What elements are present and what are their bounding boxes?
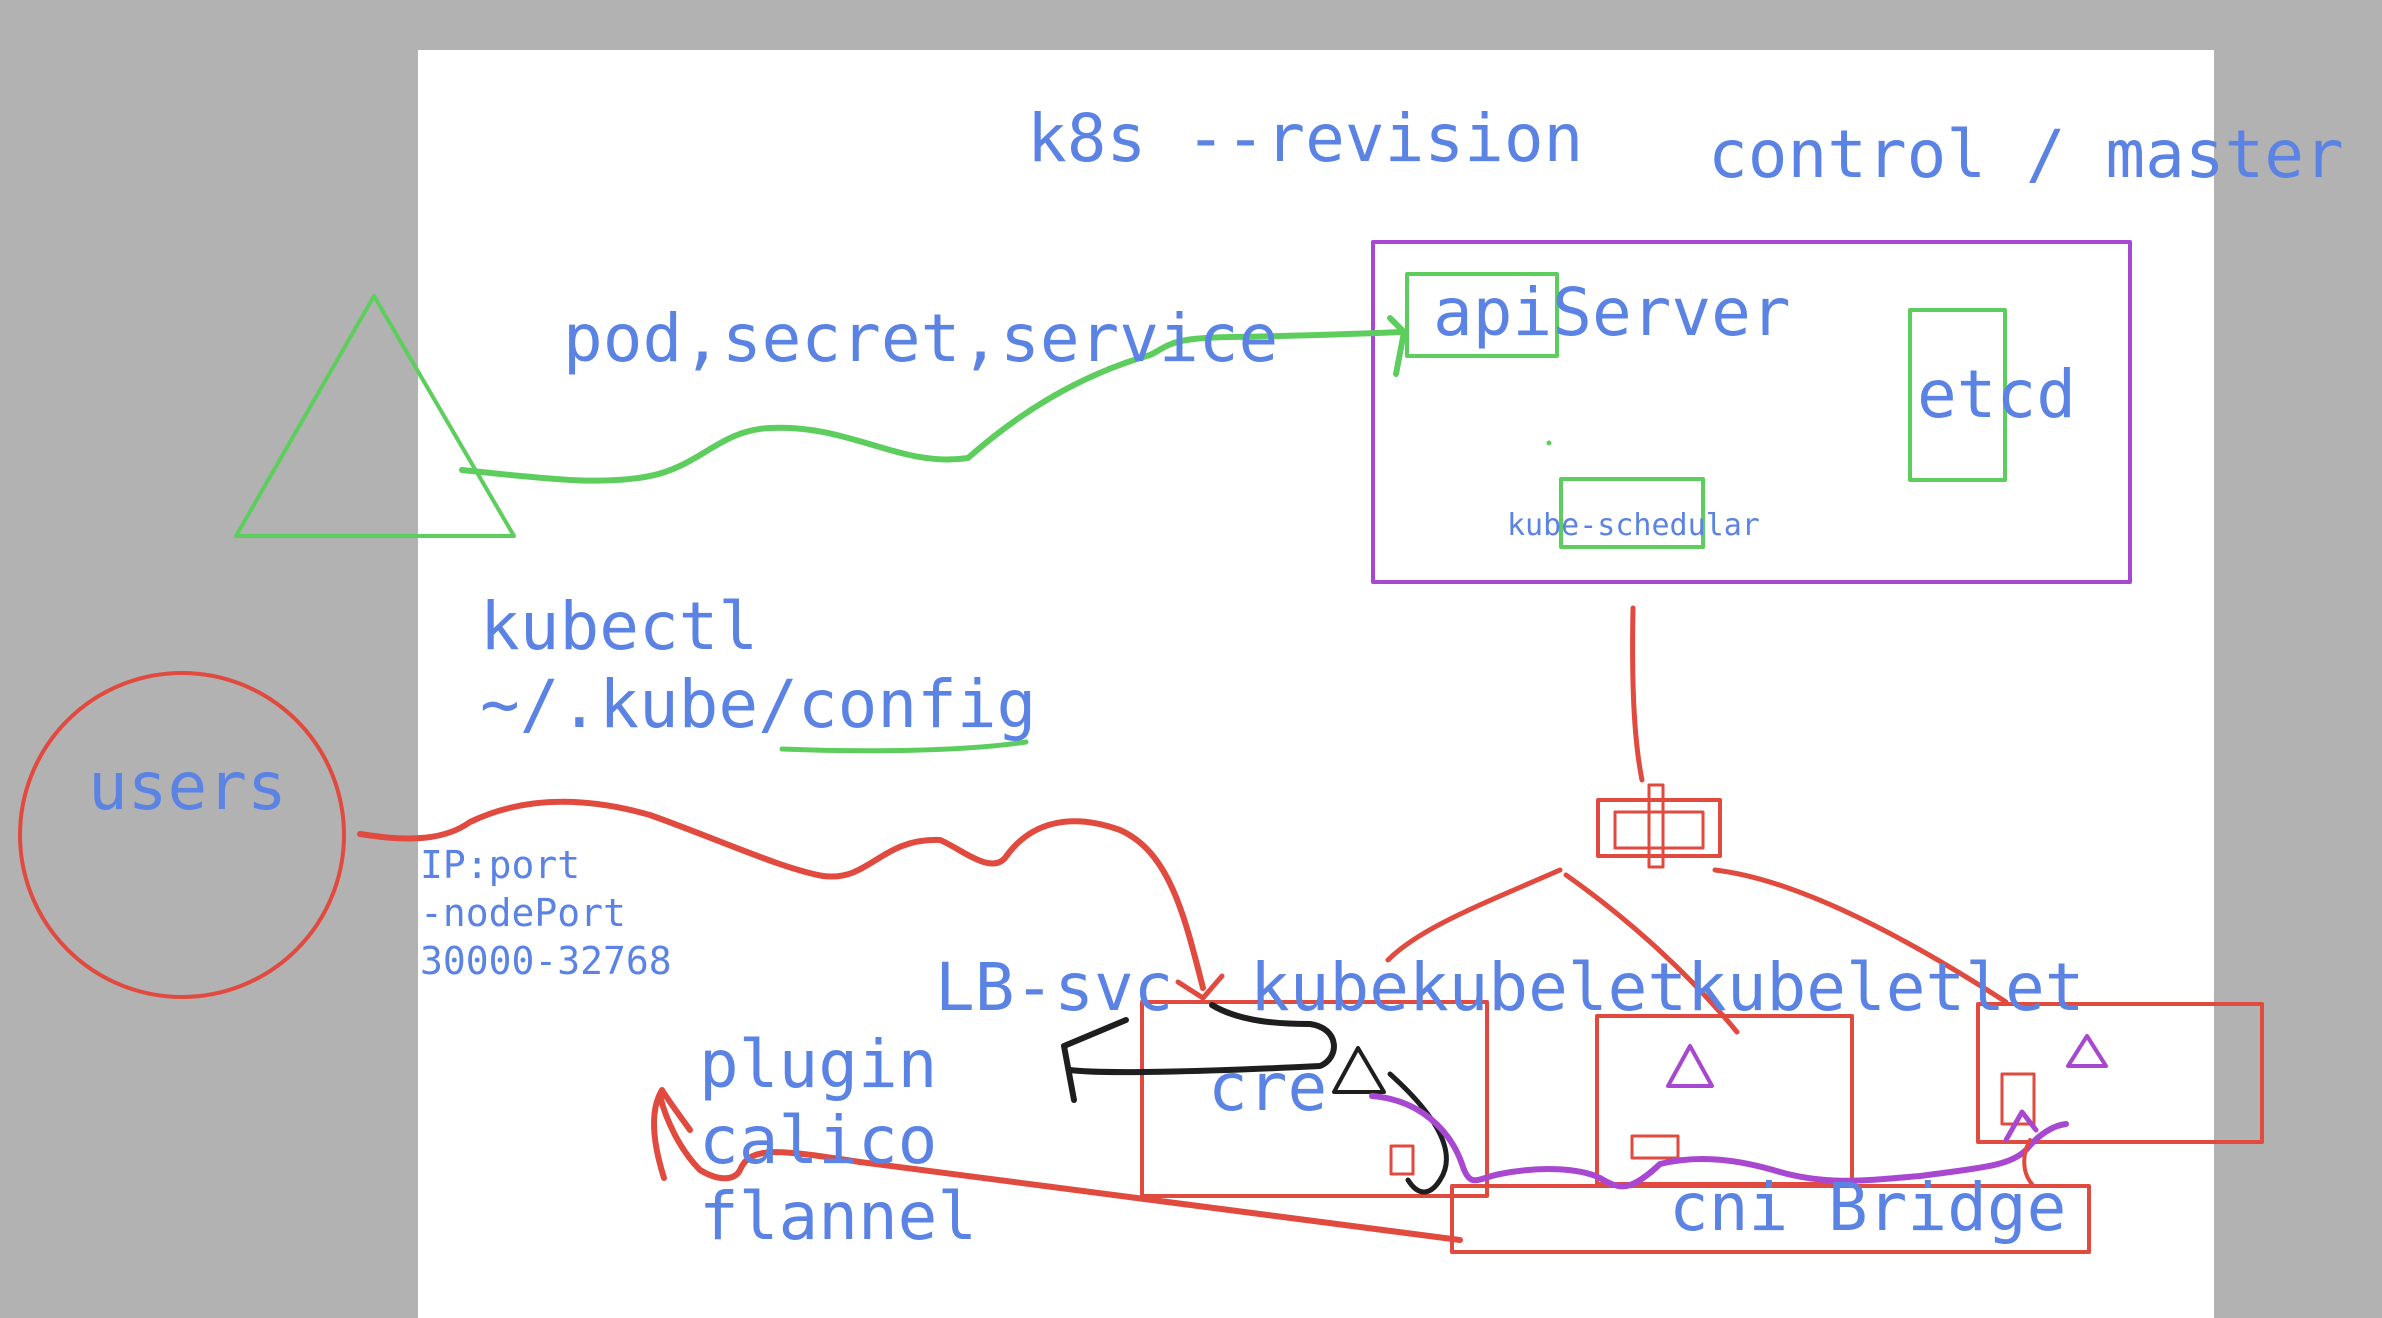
whiteboard-page	[418, 50, 2214, 1318]
calico-label: calico	[699, 1102, 938, 1179]
circle-icon	[18, 671, 346, 999]
triangle-icon	[234, 294, 516, 538]
kube-config-label: ~/.kube/config	[480, 666, 1037, 743]
plugin-route	[657, 1093, 1463, 1243]
node-port-label: -nodePort	[420, 891, 626, 935]
hub-box-outer	[1596, 798, 1722, 858]
api-server-label: apiServer	[1433, 274, 1791, 351]
users-label: users	[88, 748, 287, 825]
node-2-interface	[1630, 1134, 1680, 1160]
api-server-box	[1405, 272, 1559, 358]
node-box-3	[1976, 1002, 2264, 1144]
triangle-icon	[1666, 1044, 1714, 1088]
lb-svc-label: LB-svc	[935, 949, 1174, 1026]
plugin-arrow-head	[651, 1087, 693, 1181]
master-to-node-line	[1630, 605, 1645, 783]
port-range-label: 30000-32768	[420, 939, 672, 983]
diagram-title: k8s --revision	[1027, 100, 1584, 177]
dot-mark	[1546, 440, 1552, 446]
resources-label: pod,secret,service	[563, 300, 1279, 377]
etcd-label: etcd	[1917, 356, 2076, 433]
kube-scheduler-box	[1559, 477, 1705, 549]
hub-box-stem	[1647, 783, 1665, 869]
etcd-box	[1908, 308, 2007, 482]
user-traffic-path	[357, 798, 1206, 991]
kube-scheduler-label: kube-schedular	[1507, 508, 1760, 543]
node-1-interface	[1389, 1144, 1415, 1176]
cni-bridge-label: cni Bridge	[1669, 1169, 2067, 1246]
lb-hook	[1387, 1071, 1449, 1195]
ip-port-label: IP:port	[420, 843, 581, 887]
branch-right	[1712, 867, 2009, 1005]
control-plane-label: control / master	[1708, 116, 2344, 193]
branch-middle	[1563, 872, 1740, 1035]
pod-network-arrow-head	[2003, 1109, 2039, 1143]
cre-label: cre	[1208, 1049, 1328, 1126]
triangle-icon	[2066, 1034, 2108, 1068]
node-3-drop	[2022, 1138, 2034, 1186]
lb-svc-arrow	[1067, 1002, 1337, 1076]
lb-svc-arrow-head	[1061, 1017, 1129, 1103]
triangle-icon	[1332, 1046, 1386, 1094]
kubectl-arrow-head	[1387, 315, 1407, 377]
control-plane-box	[1371, 240, 2132, 584]
branch-left	[1385, 867, 1563, 963]
hub-box-inner	[1613, 810, 1705, 850]
kubelet-label: kubekubeletkubeletlet	[1250, 949, 2085, 1026]
plugin-label: plugin	[699, 1026, 938, 1103]
flannel-label: flannel	[699, 1178, 978, 1255]
pod-network-path	[1369, 1093, 2069, 1190]
kubectl-label: kubectl	[480, 588, 759, 665]
user-traffic-arrow-head	[1175, 973, 1225, 1001]
kubectl-request-arrow	[459, 329, 1403, 484]
cni-bridge-box	[1450, 1184, 2091, 1254]
config-underline	[779, 739, 1029, 754]
node-box-1	[1140, 1000, 1489, 1198]
